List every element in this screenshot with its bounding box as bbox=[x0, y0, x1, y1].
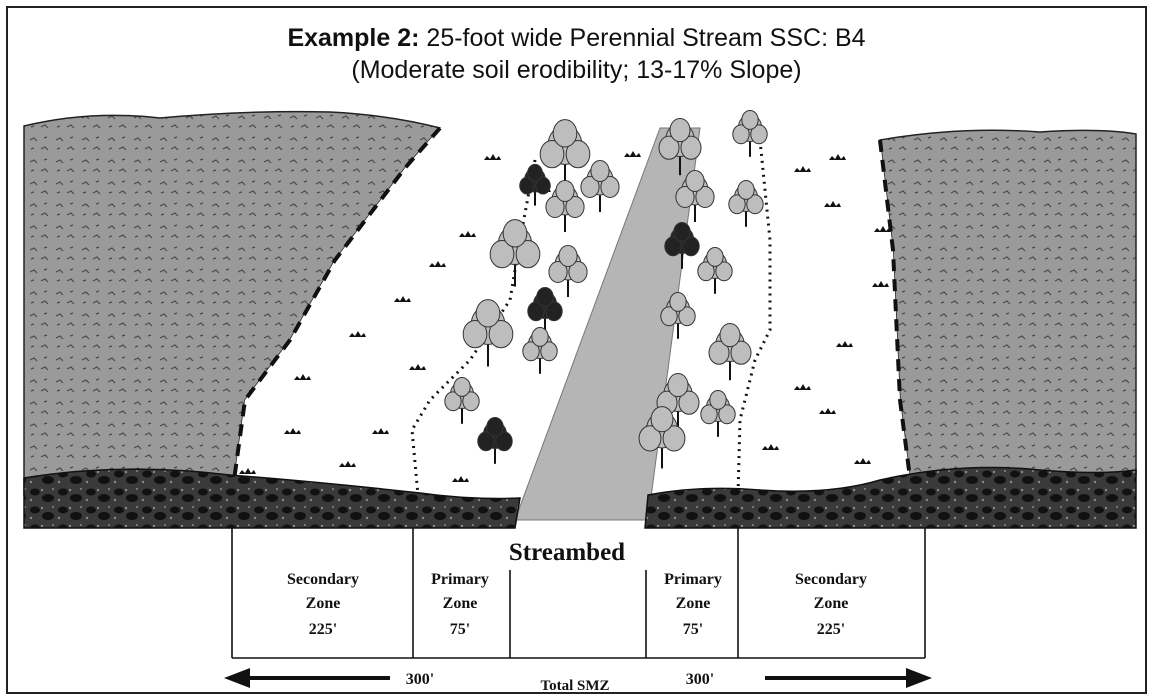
tree-icon bbox=[660, 291, 696, 339]
tree-icon bbox=[728, 179, 764, 227]
shrub-icon bbox=[624, 151, 641, 157]
tree-icon bbox=[697, 246, 733, 294]
outer-land-left bbox=[23, 110, 442, 496]
right-secondary-name-2: Zone bbox=[814, 595, 849, 612]
shrub-group bbox=[239, 151, 891, 482]
shrub-icon bbox=[794, 166, 811, 172]
shrub-icon bbox=[284, 428, 301, 434]
tree-icon bbox=[489, 219, 541, 287]
soil-layer-right bbox=[644, 466, 1137, 529]
tree-icon bbox=[675, 170, 715, 222]
left-secondary-name-2: Zone bbox=[306, 595, 341, 612]
left-primary-name-2: Zone bbox=[443, 595, 478, 612]
tree-icon bbox=[580, 160, 620, 212]
shrub-icon bbox=[452, 476, 469, 482]
smz-boundary-right bbox=[878, 139, 912, 479]
shrub-icon bbox=[239, 468, 256, 474]
shrub-icon bbox=[294, 374, 311, 380]
shrub-icon bbox=[762, 444, 779, 450]
tree-icon bbox=[444, 376, 480, 424]
shrub-icon bbox=[836, 341, 853, 347]
tree-icon bbox=[732, 109, 768, 157]
measure-left-total: 300' bbox=[406, 671, 434, 688]
tree-icon bbox=[658, 118, 702, 176]
title-example: Example 2: bbox=[287, 24, 420, 52]
tree-group bbox=[444, 109, 768, 469]
shrub-icon bbox=[394, 296, 411, 302]
shrub-icon bbox=[872, 281, 889, 287]
tree-icon bbox=[638, 406, 686, 469]
tree-icon bbox=[664, 221, 700, 269]
shrub-icon bbox=[819, 408, 836, 414]
title-main: 25-foot wide Perennial Stream SSC: B4 bbox=[426, 24, 866, 52]
tree-icon bbox=[462, 299, 514, 367]
shrub-icon bbox=[339, 461, 356, 467]
tree-icon bbox=[539, 119, 591, 187]
shrub-icon bbox=[429, 261, 446, 267]
tree-icon bbox=[548, 245, 588, 297]
shrub-icon bbox=[409, 364, 426, 370]
tree-icon bbox=[700, 389, 736, 437]
tree-icon bbox=[477, 416, 513, 464]
left-secondary-width: 225' bbox=[309, 621, 337, 638]
tree-icon bbox=[708, 323, 752, 381]
left-secondary-name-1: Secondary bbox=[287, 571, 359, 588]
zone-table bbox=[231, 528, 926, 659]
left-primary-name-1: Primary bbox=[431, 571, 489, 588]
right-secondary-width: 225' bbox=[817, 621, 845, 638]
shrub-icon bbox=[854, 458, 871, 464]
left-primary-width: 75' bbox=[450, 621, 470, 638]
tree-icon bbox=[545, 180, 585, 232]
tree-icon bbox=[519, 163, 551, 206]
tree-icon bbox=[522, 326, 558, 374]
shrub-icon bbox=[794, 384, 811, 390]
soil-layer-left bbox=[23, 468, 521, 529]
smz-boundary-left bbox=[230, 126, 442, 496]
measure-center-label: Total SMZ bbox=[540, 678, 609, 694]
right-secondary-name-1: Secondary bbox=[795, 571, 867, 588]
shrub-icon bbox=[874, 226, 891, 232]
shrub-icon bbox=[459, 231, 476, 237]
tree-icon bbox=[656, 373, 700, 431]
right-primary-name-2: Zone bbox=[676, 595, 711, 612]
measure-right-total: 300' bbox=[686, 671, 714, 688]
shrub-icon bbox=[824, 201, 841, 207]
shrub-icon bbox=[349, 331, 366, 337]
streambed-label: Streambed bbox=[509, 539, 625, 566]
shrub-icon bbox=[484, 154, 501, 160]
right-primary-width: 75' bbox=[683, 621, 703, 638]
right-primary-name-1: Primary bbox=[664, 571, 722, 588]
shrub-icon bbox=[829, 154, 846, 160]
measure-arrow-right bbox=[765, 668, 932, 688]
measure-arrow-left bbox=[224, 668, 390, 688]
figure-title: Example 2: 25-foot wide Perennial Stream… bbox=[0, 22, 1153, 86]
tree-icon bbox=[527, 286, 563, 334]
outer-land-right bbox=[879, 129, 1137, 479]
title-subtitle: (Moderate soil erodibility; 13-17% Slope… bbox=[351, 56, 802, 84]
shrub-icon bbox=[372, 428, 389, 434]
